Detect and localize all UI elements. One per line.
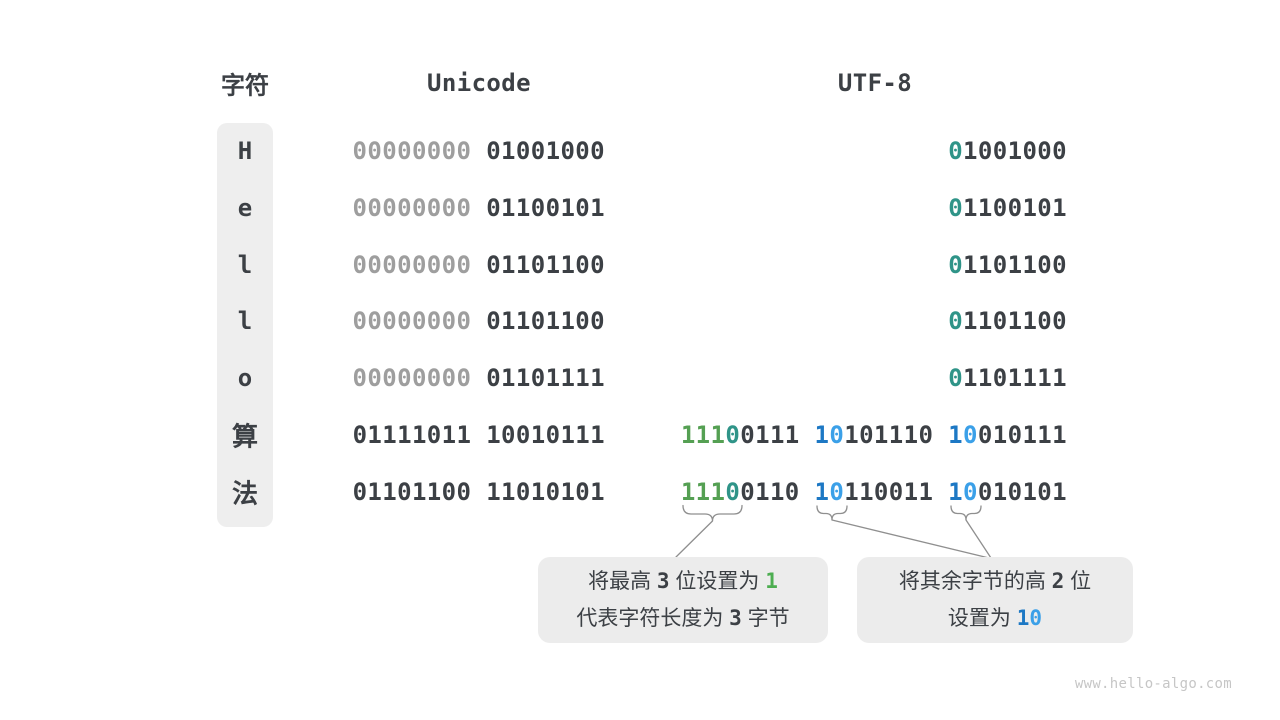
underbrace-1110 (682, 504, 743, 522)
callout-segment-blue2-num: 0 (1029, 606, 1043, 630)
unicode-segment-dark: 01101111 (486, 364, 605, 393)
utf8-segment-blue2: 0 (963, 477, 978, 506)
utf8-segment-blue2: 0 (829, 477, 845, 506)
utf8-segment-teal: 0 (948, 250, 964, 279)
leader-line-10-second (965, 519, 992, 559)
callout-segment-plain: 位 (1064, 570, 1092, 593)
utf8-segment-dark: 110011 (844, 477, 949, 506)
callout-segment-plain: 设置为 (947, 607, 1017, 630)
unicode-bits: 00000000 01101100 (353, 251, 605, 279)
utf8-segment-blue1: 1 (814, 421, 830, 450)
column-header-unicode: Unicode (427, 69, 531, 97)
char-cell: l (237, 307, 253, 336)
utf8-segment-teal: 0 (725, 421, 741, 450)
leader-line-1110 (675, 520, 714, 558)
utf8-segment-teal: 0 (948, 307, 964, 336)
utf8-bits: 11100110 10110011 10010101 (681, 478, 1067, 506)
char-cell: 算 (231, 421, 259, 452)
utf8-segment-dark: 0110 (740, 477, 815, 506)
utf8-segment-blue1: 1 (814, 477, 830, 506)
underbrace-10-first (816, 505, 848, 521)
callout-segment-num: 2 (1051, 569, 1065, 593)
utf8-segment-blue1: 1 (948, 421, 964, 450)
unicode-segment-gray: 00000000 (352, 250, 487, 279)
callout-segment-num: 3 (656, 569, 670, 593)
char-cell: H (237, 137, 253, 165)
watermark: www.hello-algo.com (1074, 676, 1232, 692)
char-cell: o (237, 364, 253, 393)
unicode-segment-dark: 01101100 11010101 (352, 477, 605, 506)
utf8-segment-green: 111 (680, 421, 726, 450)
unicode-segment-gray: 00000000 (352, 364, 487, 393)
utf8-segment-dark: 1101100 (963, 250, 1067, 279)
unicode-segment-gray: 00000000 (352, 137, 487, 165)
unicode-bits: 01101100 11010101 (353, 478, 605, 506)
utf8-segment-blue2: 0 (829, 421, 845, 450)
char-cell: e (237, 193, 253, 222)
column-header-character: 字符 (221, 72, 269, 100)
callout-segment-plain: 将其余字节的高 (898, 570, 1052, 593)
utf8-segment-dark: 010101 (977, 477, 1067, 506)
callout-segment-plain: 字节 (741, 607, 790, 630)
callout-line: 代表字符长度为 3 字节 (576, 600, 789, 637)
unicode-segment-dark: 01101100 (486, 307, 605, 336)
utf8-segment-dark: 0111 (740, 421, 815, 450)
utf8-segment-teal: 0 (725, 477, 741, 506)
utf8-bits: 01001000 (948, 137, 1067, 165)
callout-line: 设置为 10 (948, 600, 1042, 637)
utf8-segment-dark: 1100101 (963, 193, 1067, 222)
unicode-bits: 00000000 01101111 (353, 364, 605, 392)
callout-segment-plain: 将最高 (588, 570, 657, 593)
character-column-background (217, 123, 273, 527)
unicode-bits: 00000000 01001000 (353, 137, 605, 165)
utf8-bits: 01101111 (948, 364, 1067, 392)
unicode-segment-dark: 01001000 (486, 137, 605, 165)
utf8-segment-teal: 0 (948, 193, 964, 222)
utf8-segment-blue2: 0 (963, 421, 978, 450)
callout-segment-blue1-num: 1 (1016, 606, 1030, 630)
utf8-bits: 01100101 (948, 194, 1067, 222)
utf8-segment-green: 111 (680, 477, 726, 506)
leader-line-10-first (831, 519, 990, 559)
unicode-bits: 00000000 01100101 (353, 194, 605, 222)
callout-segment-plain: 位设置为 (669, 570, 766, 593)
callout-line: 将其余字节的高 2 位 (899, 563, 1091, 600)
callout-line: 将最高 3 位设置为 1 (588, 563, 778, 600)
underbrace-10-second (950, 505, 982, 521)
utf8-bits: 11100111 10101110 10010111 (681, 421, 1067, 449)
unicode-bits: 01111011 10010111 (353, 421, 605, 449)
unicode-bits: 00000000 01101100 (353, 307, 605, 335)
utf8-segment-dark: 101110 (844, 421, 949, 450)
callout-segment-green-num: 1 (765, 569, 778, 593)
utf8-segment-dark: 1101100 (963, 307, 1067, 336)
unicode-segment-gray: 00000000 (352, 307, 487, 336)
utf8-segment-teal: 0 (948, 137, 964, 165)
column-header-utf8: UTF-8 (837, 69, 913, 97)
utf8-bits: 01101100 (948, 251, 1067, 279)
callout-continuation-bits: 将其余字节的高 2 位设置为 10 (857, 557, 1133, 643)
utf8-segment-teal: 0 (948, 364, 964, 393)
callout-segment-plain: 代表字符长度为 (576, 607, 730, 630)
callout-segment-num: 3 (729, 606, 742, 630)
unicode-segment-dark: 01100101 (486, 193, 605, 222)
unicode-segment-gray: 00000000 (352, 193, 487, 222)
utf8-segment-dark: 010111 (977, 421, 1067, 450)
utf8-segment-blue1: 1 (948, 477, 964, 506)
unicode-segment-dark: 01101100 (486, 250, 605, 279)
char-cell: l (237, 250, 253, 279)
utf8-bits: 01101100 (948, 307, 1067, 335)
utf8-segment-dark: 1101111 (963, 364, 1067, 393)
char-cell: 法 (231, 478, 259, 509)
unicode-segment-dark: 01111011 10010111 (352, 421, 605, 450)
utf8-segment-dark: 1001000 (963, 137, 1067, 165)
